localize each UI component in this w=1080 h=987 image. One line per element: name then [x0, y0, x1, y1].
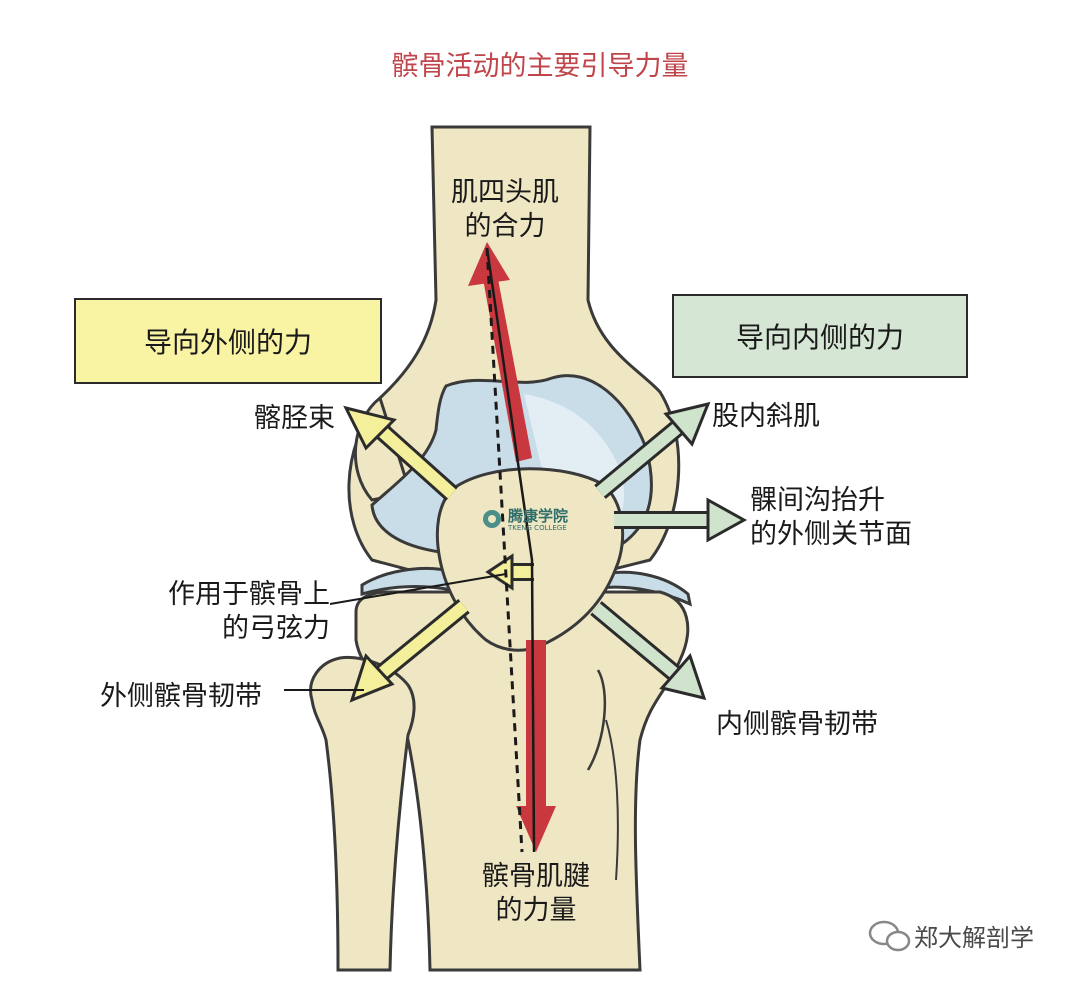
footer-watermark: 郑大解剖学: [914, 924, 1034, 952]
force-axis-line: [485, 247, 536, 853]
iliotibial-label: 髂胫束: [254, 403, 335, 434]
patellar-tendon-force-arrow: [516, 640, 556, 852]
resultant-dashed-line: [485, 247, 524, 853]
tibial-tuberosity: [586, 669, 607, 771]
watermark-logo: 腾康学院 TKENG COLLEGE: [508, 507, 569, 532]
tibial-meniscus-medial: [598, 570, 693, 607]
vmo-label: 股内斜肌: [712, 401, 820, 432]
quadriceps-label: 肌四头肌 的合力: [451, 177, 559, 242]
trochlea-label: 髁间沟抬升 的外侧关节面: [750, 485, 912, 550]
medial-forces-label: 导向内侧的力: [735, 321, 904, 354]
patellar-tendon-label: 髌骨肌腱 的力量: [482, 861, 590, 926]
trochlea-arrow: [614, 497, 748, 543]
medial-forces-box: 导向内侧的力: [672, 294, 968, 378]
fibula-bone: [309, 655, 416, 972]
tibia-crest: [605, 719, 619, 881]
lateral-forces-box: 导向外侧的力: [74, 298, 382, 384]
diagram-title: 髌骨活动的主要引导力量: [391, 51, 689, 82]
bowstring-leader: [329, 573, 507, 605]
medial-retinaculum-label: 内侧髌骨韧带: [716, 709, 878, 740]
wechat-icon: [868, 920, 911, 952]
bowstring-label: 作用于髌骨上 的弓弦力: [168, 579, 330, 644]
lateral-retinaculum-label: 外侧髌骨韧带: [100, 681, 262, 712]
patella: [435, 467, 625, 652]
lateral-forces-label: 导向外侧的力: [143, 326, 312, 359]
iliotibial-arrow: [343, 405, 459, 501]
bowstring-arrow: [485, 553, 534, 591]
vmo-arrow: [594, 401, 711, 499]
watermark-logo-mark: [483, 510, 501, 528]
medial-retinaculum-arrow: [590, 601, 707, 701]
